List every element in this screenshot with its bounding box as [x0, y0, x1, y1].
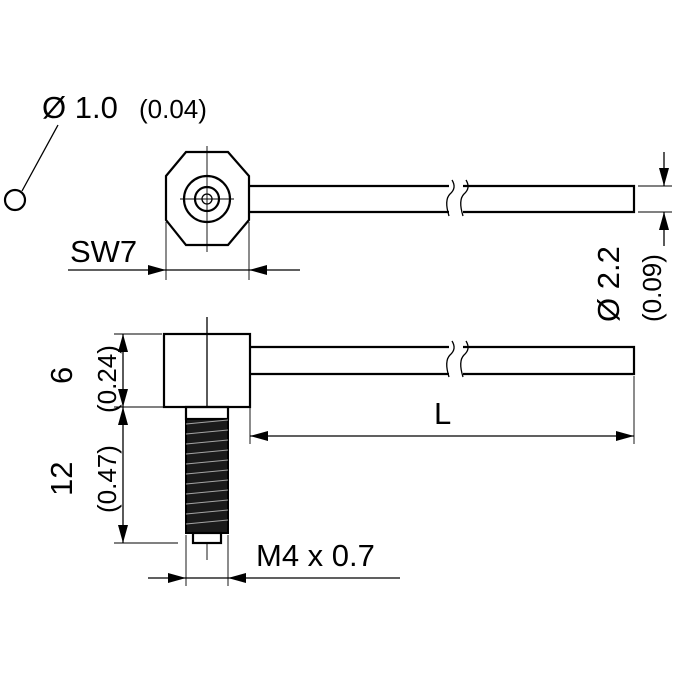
sw-arrow-left	[148, 265, 166, 275]
threaded-shank	[185, 418, 229, 534]
head-height-label: 6	[44, 367, 79, 384]
head-arrow-top	[118, 334, 128, 352]
hex-head	[164, 150, 251, 247]
fiber-diameter-label: Ø 1.0	[42, 90, 118, 125]
length-arrow-right	[616, 431, 634, 441]
fiber-diameter-inch: (0.04)	[139, 94, 207, 124]
sheath-diameter-label: Ø 2.2	[591, 246, 626, 322]
fiber-diameter-leader	[21, 124, 59, 192]
shank-tip	[191, 531, 223, 545]
thread-arrow-bottom	[118, 525, 128, 543]
top-cable-break	[446, 179, 469, 217]
thread-length-label: 12	[44, 462, 79, 496]
m4-arrow-left	[168, 573, 186, 583]
wrench-size-label: SW7	[70, 234, 137, 269]
thread-pattern	[185, 419, 229, 525]
m4-arrow-right	[228, 573, 246, 583]
sw-arrow-right	[249, 265, 267, 275]
length-arrow-left	[250, 431, 268, 441]
top-view: Ø 1.0 (0.04) SW7 Ø 2.2 (0.09)	[3, 90, 672, 322]
side-view: 6 (0.24) 12 (0.47) L M4 x 0.7	[44, 317, 636, 586]
side-cable-break	[446, 340, 469, 378]
thread-spec-label: M4 x 0.7	[256, 538, 375, 573]
shank-collar	[184, 405, 230, 421]
head-height-inch: (0.24)	[92, 345, 122, 413]
sheath-diameter-inch: (0.09)	[637, 254, 667, 322]
dia-arrow-top	[659, 168, 669, 186]
side-cable	[250, 345, 636, 376]
dia-arrow-bottom	[659, 212, 669, 230]
thread-length-inch: (0.47)	[92, 445, 122, 513]
length-label: L	[434, 396, 451, 431]
top-cable	[249, 184, 636, 214]
fiber-end-circle	[3, 188, 27, 212]
thread-arrow-top	[118, 407, 128, 425]
head-arrow-bottom	[118, 389, 128, 407]
